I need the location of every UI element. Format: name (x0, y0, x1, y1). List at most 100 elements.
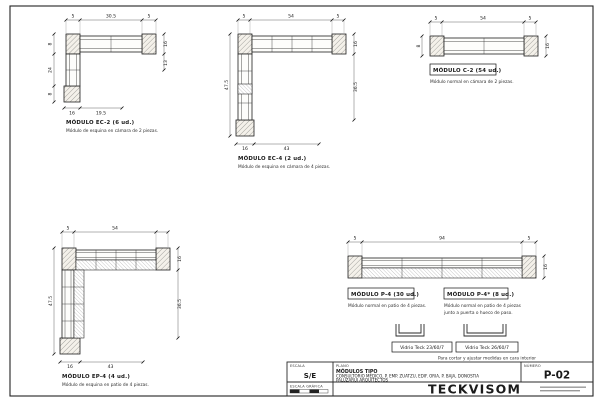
module-label: MÓDULO P-4* (8 ud.) (447, 291, 514, 298)
scale-value: S/E (304, 372, 317, 380)
dim-label: 5 (337, 14, 340, 20)
glazing-label: Vidrio Teck 23/60/7 (400, 345, 444, 351)
title-block-grid (287, 362, 593, 396)
dim-ticks (236, 18, 346, 22)
glass-wall-lines (66, 54, 80, 86)
dim-ticks (60, 230, 170, 234)
module-description: Módulo de esquina en patio de 4 piezas. (62, 381, 149, 388)
pier (521, 255, 537, 279)
module-label: MÓDULO EC-4 (2 ud.) (238, 155, 306, 162)
module-description: Módulo de esquina en cámara de 2 piezas. (66, 127, 158, 134)
dim-label: 16 (242, 146, 248, 152)
dim-ticks (52, 246, 56, 356)
pier (523, 35, 539, 57)
dim-label: 8 (48, 42, 54, 45)
dim-label: 43 (108, 364, 114, 370)
plan-subtitle: CONSULTORIO MÉDICO, P. EMP. ZUATZU, EDIF… (336, 374, 479, 379)
module-label: MÓDULO EP-4 (4 ud.) (62, 373, 130, 380)
extension-lines (237, 21, 345, 35)
divider-lines (401, 258, 483, 278)
dim-ticks (62, 106, 124, 110)
dim-label: 16 (545, 43, 551, 49)
drawing-number: P-02 (544, 370, 570, 382)
glazing-label-box (455, 341, 519, 353)
dim-label: 47.5 (224, 80, 230, 90)
pier (59, 337, 81, 355)
dim-ticks (544, 34, 548, 58)
dim-label: 8 (48, 92, 54, 95)
joint-detail (237, 83, 253, 95)
module-ep4-drawing: 5 54 47.5 16 36.5 16 43 MÓDULO EP-4 (4 u… (48, 226, 183, 389)
glass-wall-lines (80, 36, 142, 52)
pier (347, 255, 363, 279)
company-logo: TECKVISOM (428, 382, 521, 397)
dim-label: 5 (529, 16, 532, 22)
module-label: MÓDULO C-2 (54 ud.) (433, 67, 501, 74)
extension-lines (347, 243, 537, 257)
pier (429, 35, 445, 57)
dim-label: 47.5 (48, 296, 54, 306)
dim-ticks (352, 32, 356, 122)
module-label-box (443, 287, 509, 300)
module-label: MÓDULO EC-2 (6 ud.) (66, 119, 134, 126)
logo-address-line (540, 386, 586, 388)
glass-wall-lines (444, 38, 524, 54)
dim-ticks (346, 240, 538, 244)
glazing-label-box (391, 341, 453, 353)
dim-ticks (228, 32, 232, 138)
dim-label: 5 (243, 14, 246, 20)
dim-label: 16 (543, 264, 549, 270)
dim-label: 24 (48, 67, 54, 73)
u-glass-profile-symbol (395, 324, 425, 337)
title-block-border (286, 361, 594, 397)
dim-label: 16 (67, 364, 73, 370)
dim-label: 5 (67, 226, 70, 232)
dim-label: 16 (69, 111, 75, 117)
number-label: NÚMERO (524, 363, 541, 368)
dim-ticks (420, 34, 424, 58)
dim-label: 36.5 (353, 82, 359, 92)
dim-ticks (176, 246, 180, 340)
pier (61, 247, 77, 271)
divider-lines (95, 250, 137, 270)
divider-lines (62, 286, 84, 322)
dim-label: 8 (416, 44, 422, 47)
dim-label: 16 (353, 41, 359, 47)
dim-ticks (162, 32, 166, 72)
module-description: Módulo normal en cámara de 2 piezas. (430, 78, 514, 85)
dim-label: 54 (112, 226, 118, 232)
module-label: MÓDULO P-4 (30 ud.) (351, 291, 419, 298)
module-c2-drawing: 5 54 5 8 16 MÓDULO C-2 (54 ud.) Módulo n… (416, 16, 551, 86)
dim-ticks (428, 20, 538, 24)
module-description: Módulo normal en patio de 4 piezas. (348, 302, 426, 309)
module-label-box (347, 287, 415, 300)
extension-lines (61, 233, 169, 249)
dim-label: 54 (480, 16, 486, 22)
pier (235, 119, 255, 137)
module-label-box (429, 63, 497, 76)
dim-label: 5 (354, 236, 357, 242)
glazing-note: Para cortar y ajustar medidas en cara in… (438, 356, 536, 362)
scale-label: ESCALA (290, 364, 305, 368)
logo-address-line (540, 390, 580, 392)
dim-label: 30.5 (106, 14, 116, 20)
title-block: ESCALA S/E PLANO MÓDULOS TIPO CONSULTORI… (286, 361, 594, 397)
dim-label: 94 (439, 236, 445, 242)
graphic-scale-label: ESCALA GRÁFICA (290, 384, 323, 389)
dim-ticks (234, 142, 321, 146)
module-ec4-drawing: 5 54 5 47.5 16 36.5 16 43 MÓDULO EC-4 (2… (224, 14, 359, 171)
dim-label: 54 (288, 14, 294, 20)
pier (63, 85, 81, 103)
plan-title: MÓDULOS TIPO (336, 368, 377, 375)
extension-lines (65, 21, 157, 35)
plan-architects: PALUZARUI ARQUITECTOS (336, 377, 389, 382)
module-description: junto a puerta o hueco de paso. (443, 310, 513, 316)
pier (237, 33, 253, 55)
dim-label: 43 (284, 146, 290, 152)
module-description: Módulo de esquina en cámara de 4 piezas. (238, 163, 330, 170)
dim-label: 16 (163, 41, 169, 47)
dim-label: 13 (163, 60, 169, 66)
extension-lines (429, 23, 537, 37)
dim-ticks (542, 254, 546, 280)
